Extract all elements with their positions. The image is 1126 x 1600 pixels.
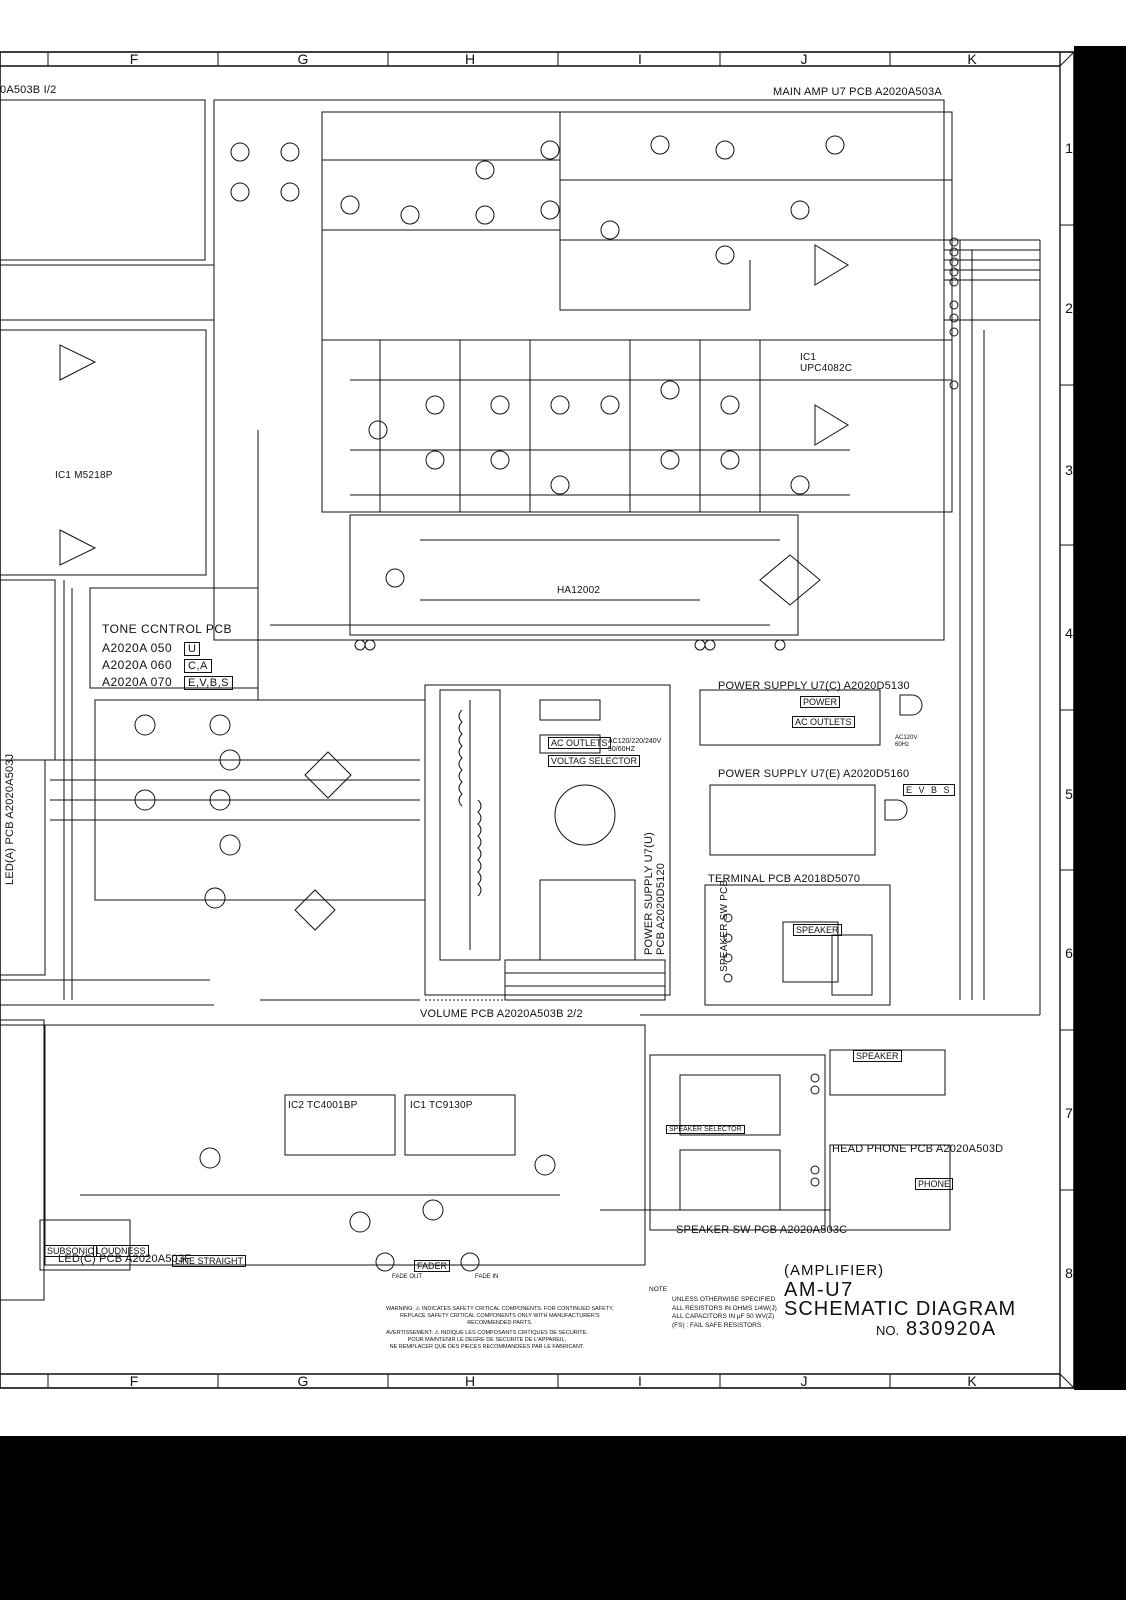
power-supply-e-label: POWER SUPPLY U7(E) A2020D5160 [718, 768, 910, 780]
col-top-K: K [967, 51, 977, 67]
power-amp-block [50, 699, 426, 931]
scan-edge-right [1074, 46, 1126, 1390]
note-label: NOTE [649, 1286, 668, 1293]
loudness-label: LOUDNESS [93, 1245, 149, 1257]
row-5: 5 [1065, 786, 1073, 802]
ac-outlets-label: AC OUTLETS [548, 737, 611, 749]
speaker-sw-side-label: SPEAKER SW PCB [719, 879, 730, 972]
title-number: 830920A [906, 1318, 997, 1340]
column-ticks [47, 52, 891, 1388]
speaker-sw-label: SPEAKER SW PCB A2020A503C [676, 1224, 848, 1236]
ic1-tc9130-label: IC1 TC9130P [410, 1100, 473, 1111]
tone-part-1: A2020A 050 [102, 641, 173, 655]
title-doc: SCHEMATIC DIAGRAM [784, 1298, 1017, 1320]
head-phone-label: HEAD PHONE PCB A2020A503D [832, 1143, 1004, 1155]
volume-pcb-1-2-label: 0A503B I/2 [0, 84, 57, 96]
col-bottom-I: I [638, 1373, 642, 1389]
ac-mains-note: AC120/220/240V 50/60HZ [608, 738, 662, 753]
tone-model-3-box: E,V,B,S [184, 676, 234, 690]
ha12002-label: HA12002 [557, 585, 601, 596]
fade-out-label: FADE OUT [392, 1274, 423, 1280]
scan-edge-bottom [0, 1436, 1126, 1600]
row-ticks [1060, 224, 1074, 1191]
tone-model-1-box: U [184, 642, 201, 656]
row-4: 4 [1065, 625, 1073, 641]
main-amp-label: MAIN AMP U7 PCB A2020A503A [773, 86, 942, 98]
warning-english: WARNING: ⚠ INDICATES SAFETY CRITICAL COM… [386, 1306, 614, 1326]
outer-border [0, 51, 1075, 1389]
power-transformer [424, 684, 671, 1001]
tone-control-title: TONE CCNTROL PCB [102, 622, 233, 636]
power-switch-c-label: POWER [800, 696, 841, 708]
col-bottom-J: J [800, 1373, 808, 1389]
col-bottom-K: K [967, 1373, 977, 1389]
row-1: 1 [1065, 140, 1073, 156]
col-bottom-G: G [297, 1373, 309, 1389]
col-bottom-H: H [464, 1373, 476, 1389]
tone-model-2: C,A [184, 658, 212, 673]
tone-part-3: A2020A 070 [102, 675, 173, 689]
tone-part-2: A2020A 060 [102, 658, 173, 672]
tone-model-2-box: C,A [184, 659, 212, 673]
col-top-I: I [638, 51, 642, 67]
ac-outlets-c-label: AC OUTLETS [792, 716, 855, 728]
main-amp-transistors [230, 135, 845, 588]
led-a-label: LED(A) PCB A2020A503J [4, 753, 16, 885]
subsonic-label: SUBSONIC [44, 1245, 98, 1257]
volume-pcb-2-2-label: VOLUME PCB A2020A503B 2/2 [420, 1008, 583, 1020]
col-top-H: H [464, 51, 476, 67]
row-3: 3 [1065, 462, 1073, 478]
terminal-pcb-label: TERMINAL PCB A2018D5070 [708, 873, 861, 885]
row-8: 8 [1065, 1265, 1073, 1281]
power-supply-ce-block [699, 689, 923, 856]
voltage-selector-label: VOLTAG SELECTOR [548, 755, 641, 767]
title-subtitle: (AMPLIFIER) [784, 1262, 885, 1279]
col-top-J: J [800, 51, 808, 67]
tone-model-1: U [184, 641, 201, 656]
speaker-head-label: SPEAKER [853, 1050, 902, 1062]
main-amp-block [213, 99, 1040, 1000]
speaker-selector-label: SPEAKER SELECTOR [666, 1125, 745, 1134]
power-supply-u-label: POWER SUPPLY U7(U) PCB A2020D5120 [643, 832, 667, 955]
speaker-terminal-label: SPEAKER [793, 924, 842, 936]
fader-label: FADER [414, 1260, 451, 1272]
line-straight-label: LINE STRAIGHT [172, 1255, 247, 1267]
ic1-upc-label: IC1 UPC4082C [800, 352, 853, 374]
models-evbs-label: E V B S [903, 784, 955, 796]
ic2-tc4001-label: IC2 TC4001BP [288, 1100, 358, 1111]
title-number-label: NO. [876, 1323, 900, 1338]
fade-in-label: FADE IN [475, 1274, 499, 1280]
row-2: 2 [1065, 300, 1073, 316]
title-notes: UNLESS OTHERWISE SPECIFIED ALL RESISTORS… [672, 1296, 777, 1329]
volume-pcb-lower [39, 1024, 646, 1272]
tone-model-3: E,V,B,S [184, 675, 234, 690]
col-top-F: F [129, 51, 139, 67]
row-7: 7 [1065, 1105, 1073, 1121]
phone-label: PHONE [915, 1178, 954, 1190]
power-supply-c-label: POWER SUPPLY U7(C) A2020D5130 [718, 680, 910, 692]
warning-french: AVERTISSEMENT: ⚠ INDIQUE LES COMPOSANTS … [386, 1330, 588, 1350]
ic1-m5218p-label: IC1 M5218P [55, 470, 113, 481]
ac120-note: AC120V 60Hz [895, 735, 918, 748]
terminal-pcb-block [704, 884, 891, 1006]
speaker-switch-block [600, 1049, 951, 1231]
col-bottom-F: F [129, 1373, 139, 1389]
row-6: 6 [1065, 945, 1073, 961]
title-model: AM-U7 [784, 1279, 854, 1301]
col-top-G: G [297, 51, 309, 67]
